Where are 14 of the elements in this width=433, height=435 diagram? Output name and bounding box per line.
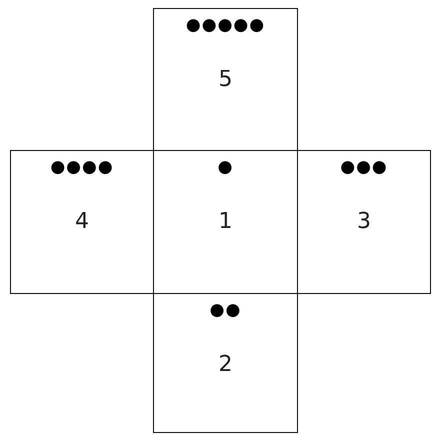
- net-face-square: [153, 8, 298, 151]
- face-number: 3: [356, 208, 372, 236]
- dot-marks: ●●: [208, 299, 242, 322]
- face-number: 2: [218, 351, 234, 379]
- dot-marks: ●: [216, 156, 234, 179]
- net-face-square: [153, 293, 298, 433]
- dot-marks: ●●●●●: [184, 14, 266, 37]
- dot-marks: ●●●●: [49, 156, 115, 179]
- dot-marks: ●●●: [339, 156, 389, 179]
- face-number: 4: [74, 208, 90, 236]
- face-number: 5: [218, 66, 234, 94]
- net-face-square: [10, 150, 154, 294]
- net-face-square: [297, 150, 431, 294]
- face-number: 1: [218, 208, 234, 236]
